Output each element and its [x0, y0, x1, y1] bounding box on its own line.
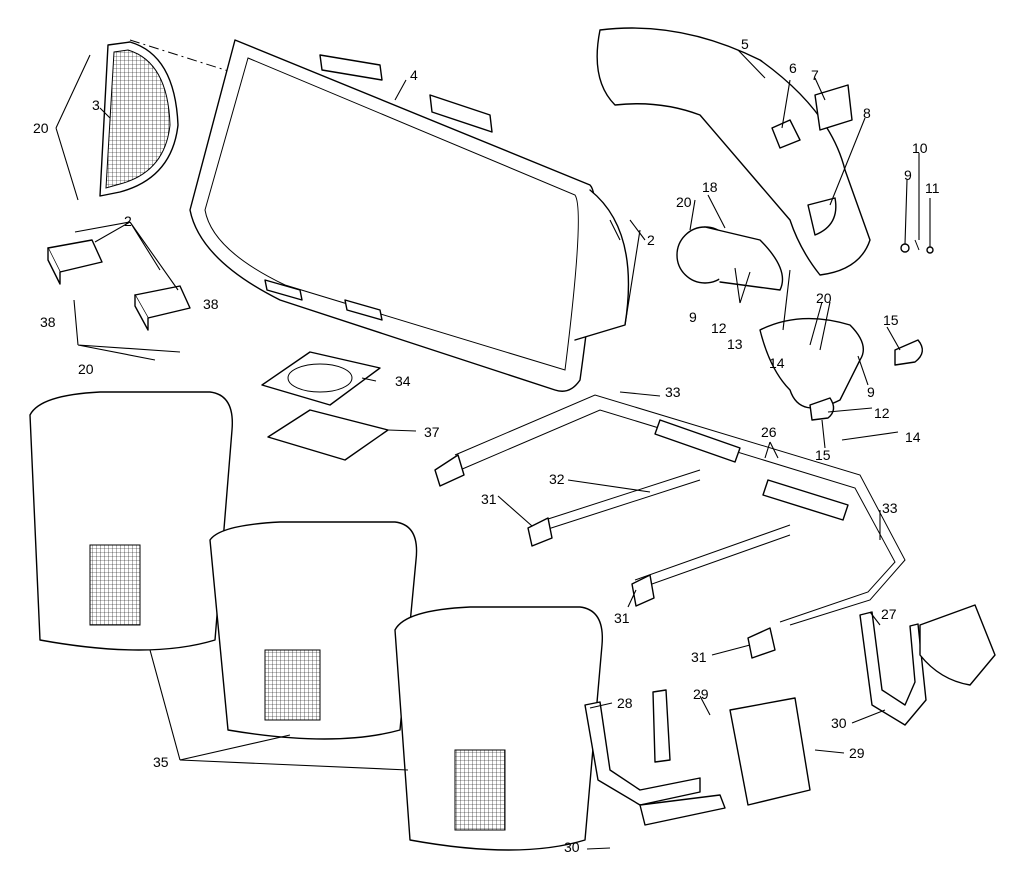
label-12-right: 12: [874, 405, 890, 421]
label-31-a: 31: [481, 491, 497, 507]
label-15-top: 15: [883, 312, 899, 328]
bagger-frame: [434, 394, 906, 659]
label-32: 32: [549, 471, 565, 487]
label-33-top: 33: [665, 384, 681, 400]
label-5: 5: [741, 36, 749, 52]
label-10: 10: [912, 140, 928, 156]
label-38-left: 38: [40, 314, 56, 330]
label-33-right: 33: [882, 500, 898, 516]
label-20-brackets: 20: [78, 361, 94, 377]
label-38-right: 38: [203, 296, 219, 312]
label-14-mid: 14: [769, 355, 785, 371]
hopper-lid-part: [189, 39, 630, 392]
label-20-screen: 20: [33, 120, 49, 136]
label-2-top-left: 2: [124, 213, 132, 229]
label-29-right: 29: [849, 745, 865, 761]
adapter-plates: [261, 351, 389, 461]
label-9-top: 9: [904, 167, 912, 183]
label-15-bottom: 15: [815, 447, 831, 463]
grass-bags: [29, 391, 604, 851]
label-2-right: 2: [647, 232, 655, 248]
label-13: 13: [727, 336, 743, 352]
label-9-mid: 9: [689, 309, 697, 325]
label-34: 34: [395, 373, 411, 389]
label-20-chute: 20: [816, 290, 832, 306]
latch-plates: [809, 339, 923, 421]
mount-brackets: [584, 604, 996, 826]
label-29-top: 29: [693, 686, 709, 702]
rear-screen-part: [99, 39, 591, 197]
label-9-right: 9: [867, 384, 875, 400]
label-6: 6: [789, 60, 797, 76]
label-8: 8: [863, 105, 871, 121]
label-30-top: 30: [831, 715, 847, 731]
label-31-c: 31: [691, 649, 707, 665]
label-20-deflector: 20: [676, 194, 692, 210]
label-18: 18: [702, 179, 718, 195]
label-14-right: 14: [905, 429, 921, 445]
chute-part: [596, 27, 871, 276]
callout-labels: 2 2 3 4 5 6 7 8 9 9 9 10 11 12 12 13 14 …: [33, 36, 940, 855]
label-37: 37: [424, 424, 440, 440]
label-28: 28: [617, 695, 633, 711]
brackets-38: [47, 239, 191, 331]
label-11: 11: [925, 180, 940, 196]
label-30-bottom: 30: [564, 839, 580, 855]
label-3: 3: [92, 97, 100, 113]
label-31-b: 31: [614, 610, 630, 626]
label-7: 7: [811, 67, 819, 83]
label-35: 35: [153, 754, 169, 770]
label-26: 26: [761, 424, 777, 440]
deflector-part: [676, 226, 864, 409]
leader-lines: [55, 49, 931, 850]
label-12-mid: 12: [711, 320, 727, 336]
label-27: 27: [881, 606, 897, 622]
label-4: 4: [410, 67, 418, 83]
